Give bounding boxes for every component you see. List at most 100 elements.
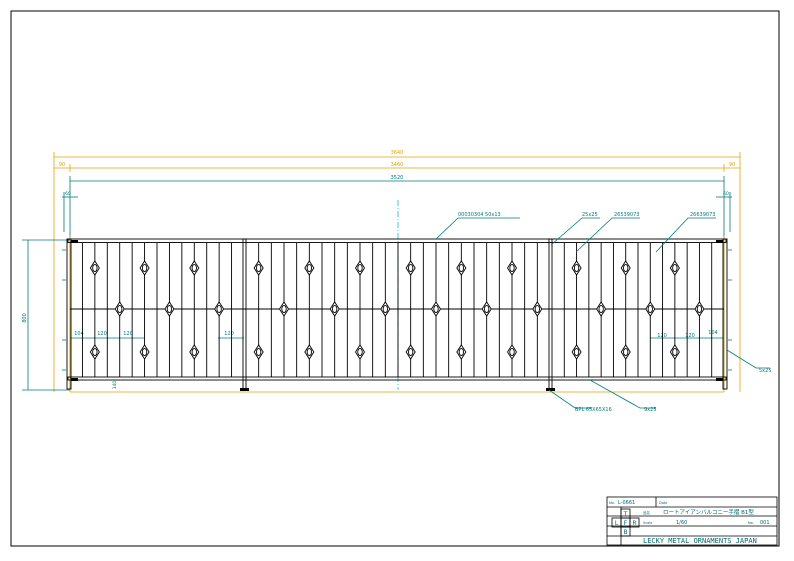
top-rail [67,238,727,243]
title-scale-label: Scale [643,521,652,525]
baluster-ring-lower-inner [191,347,197,357]
post-mid-right [548,238,553,390]
baluster-ring-lower [506,344,518,360]
baluster-ring-lower-inner [509,347,515,357]
baluster-ring-upper [189,260,200,276]
baluster-ring-upper-inner [672,263,678,273]
baluster-ring-middle-inner [598,304,604,314]
baluster-ring-upper-inner [408,263,414,273]
baluster-ring-middle-inner [117,304,123,314]
callout-base-plate: BPL 65X65X16 [575,407,612,413]
baluster-ring-middle [380,301,391,317]
baluster-ring-middle-inner [484,304,490,314]
baluster-ring-lower [354,344,366,360]
baluster-ring-upper-inner [458,263,464,273]
baluster-ring-middle-inner [433,304,439,314]
baluster-ring-middle [645,301,656,317]
callout-leaders [435,217,770,409]
projection-r: R [632,520,636,527]
baluster-ring-lower-inner [672,347,678,357]
dim-pitch-e-label: 120 [657,333,667,339]
dim-right-margin-label: 90 [729,162,735,168]
projection-b: B [623,529,627,536]
baluster-ring-middle-inner [534,304,540,314]
title-drawing-no-label: No. [609,501,615,505]
baluster-ring-middle-inner [281,304,287,314]
title-name-label: 品名 [643,510,650,515]
baluster-ring-middle [596,301,607,317]
dim-post-span-label: 3520 [391,175,404,181]
baluster-ring-lower [189,344,200,360]
projection-l: L [615,520,619,527]
projection-f: F [624,520,628,527]
baluster-ring-middle-inner [332,304,338,314]
baluster-ring-upper [405,260,416,276]
dim-pitch-a-label: 104 [74,331,84,337]
baluster-ring-upper [620,260,631,276]
baluster-ring-lower-inner [573,347,580,357]
dim-small-right-label: 60 [723,191,729,197]
baluster-ring-lower-inner [92,347,98,357]
dim-inner-label: 3460 [391,162,404,168]
baluster-ring-lower [139,344,150,360]
bottom-rail [67,376,727,381]
railing-elevation [66,238,728,390]
baluster-ring-middle [532,301,543,317]
baluster-ring-lower-inner [357,347,363,357]
title-sheet-label: No. [748,521,754,525]
callout-baluster-a: 26539073 [614,212,639,218]
dimension-post-span [62,176,732,390]
baluster-ring-middle [430,301,442,317]
baluster-ring-upper [506,260,518,276]
baluster-ring-lower-inner [306,347,312,357]
baluster-ring-upper-inner [306,263,312,273]
dim-height-label: 800 [22,313,28,323]
baluster-ring-middle [694,301,705,317]
dim-pitch-b-label: 120 [97,331,107,337]
end-fixings [62,249,732,371]
baluster-ring-upper-inner [191,263,197,273]
dim-overall-label: 3640 [391,150,404,156]
baluster-ring-middle [114,301,125,317]
dimension-overall [53,152,741,392]
baluster-ring-upper [253,260,264,276]
projection-t: T [623,511,628,518]
baluster-ring-upper-inner [256,263,262,273]
baluster-ring-middle [329,301,340,317]
baluster-ring-middle [164,301,175,317]
dim-left-margin-label: 90 [59,162,65,168]
sheet-border [10,10,780,547]
dim-bottom-gap-label: 140 [112,381,118,390]
baluster-ring-lower [620,344,631,360]
title-scale: 1/60 [676,520,687,526]
baluster-ring-lower [89,344,100,360]
title-drawing-no: L-0661 [618,500,635,506]
title-name: ロートアイアンバルコニー手摺 B1型 [663,508,754,516]
baluster-ring-middle-inner [382,304,388,314]
baluster-ring-upper-inner [92,263,98,273]
baluster-ring-lower [456,344,467,360]
title-date-label: Date [659,501,667,505]
baluster-ring-lower [571,344,582,360]
baluster-ring-upper [139,260,150,276]
post-left [66,238,72,390]
base-plates [71,240,723,391]
dimension-frame-outline [69,236,725,393]
title-block [606,496,778,546]
baluster-ring-middle [214,301,225,317]
baluster-ring-upper-inner [623,263,629,273]
baluster-ring-middle-inner [166,304,173,314]
baluster-ring-upper-inner [573,263,580,273]
baluster-ring-lower [669,344,680,360]
callout-post-a: 25x25 [582,212,598,218]
baluster-ring-upper [304,260,315,276]
dim-pitch-e2-label: 120 [685,333,695,339]
baluster-ring-lower-inner [458,347,464,357]
baluster-ring-middle [481,301,492,317]
baluster-ring-lower-inner [141,347,148,357]
callout-end-bar: 5x25 [759,368,772,374]
dim-pitch-f-label: 104 [708,330,718,336]
post-right [722,238,728,390]
baluster-ring-middle [278,301,290,317]
baluster-ring-middle-inner [216,304,222,314]
